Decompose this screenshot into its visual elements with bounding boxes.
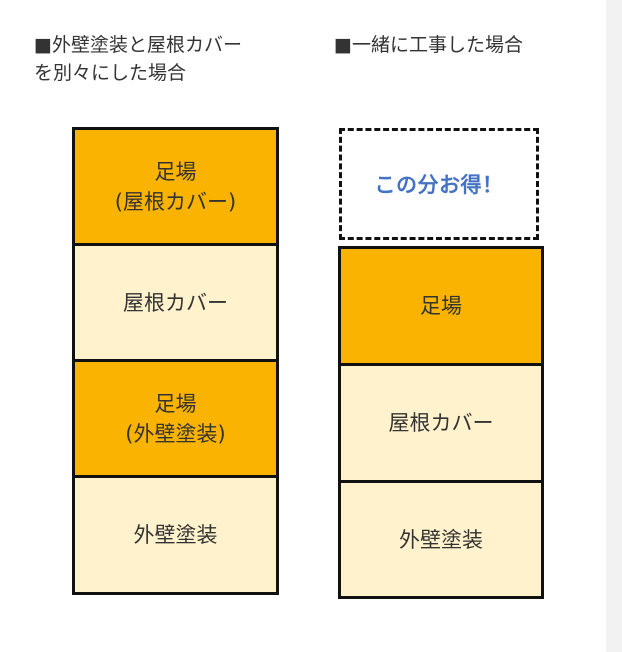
combined-work-stack: 足場 屋根カバー 外壁塗装 [338,246,544,599]
heading-separate-line2: を別々にした場合 [34,62,187,84]
heading-separate-line1: ■外壁塗装と屋根カバー [34,34,242,56]
heading-combined-line1: ■一緒に工事した場合 [334,34,523,56]
wall-paint-cell: 外壁塗装 [338,480,544,599]
wall-paint-cell: 外壁塗装 [72,475,279,595]
page-edge-strip [606,0,622,652]
cell-label: 足場 [154,159,197,184]
scaffold-cell: 足場 [338,246,544,366]
savings-label: この分お得！ [374,173,504,197]
cell-label: 外壁塗装 [399,527,483,552]
roof-cover-cell: 屋根カバー [72,243,279,362]
cell-sublabel: (屋根カバー) [114,189,237,214]
savings-dashed-box: この分お得！ [339,128,539,240]
cell-label: 足場 [420,294,462,318]
cell-label: 屋根カバー [123,290,228,315]
roof-cover-cell: 屋根カバー [338,363,544,483]
cell-sublabel: (外壁塗装) [125,421,226,446]
scaffold-wall-cell: 足場 (外壁塗装) [72,359,279,478]
heading-combined-work: ■一緒に工事した場合 [334,31,523,59]
cell-label: 外壁塗装 [133,523,218,547]
cell-label: 足場 [154,391,197,416]
cell-label: 屋根カバー [388,411,494,435]
separate-work-stack: 足場 (屋根カバー) 屋根カバー 足場 (外壁塗装) 外壁塗装 [72,127,279,595]
scaffold-roof-cell: 足場 (屋根カバー) [72,127,279,246]
heading-separate-work: ■外壁塗装と屋根カバー を別々にした場合 [34,31,242,87]
